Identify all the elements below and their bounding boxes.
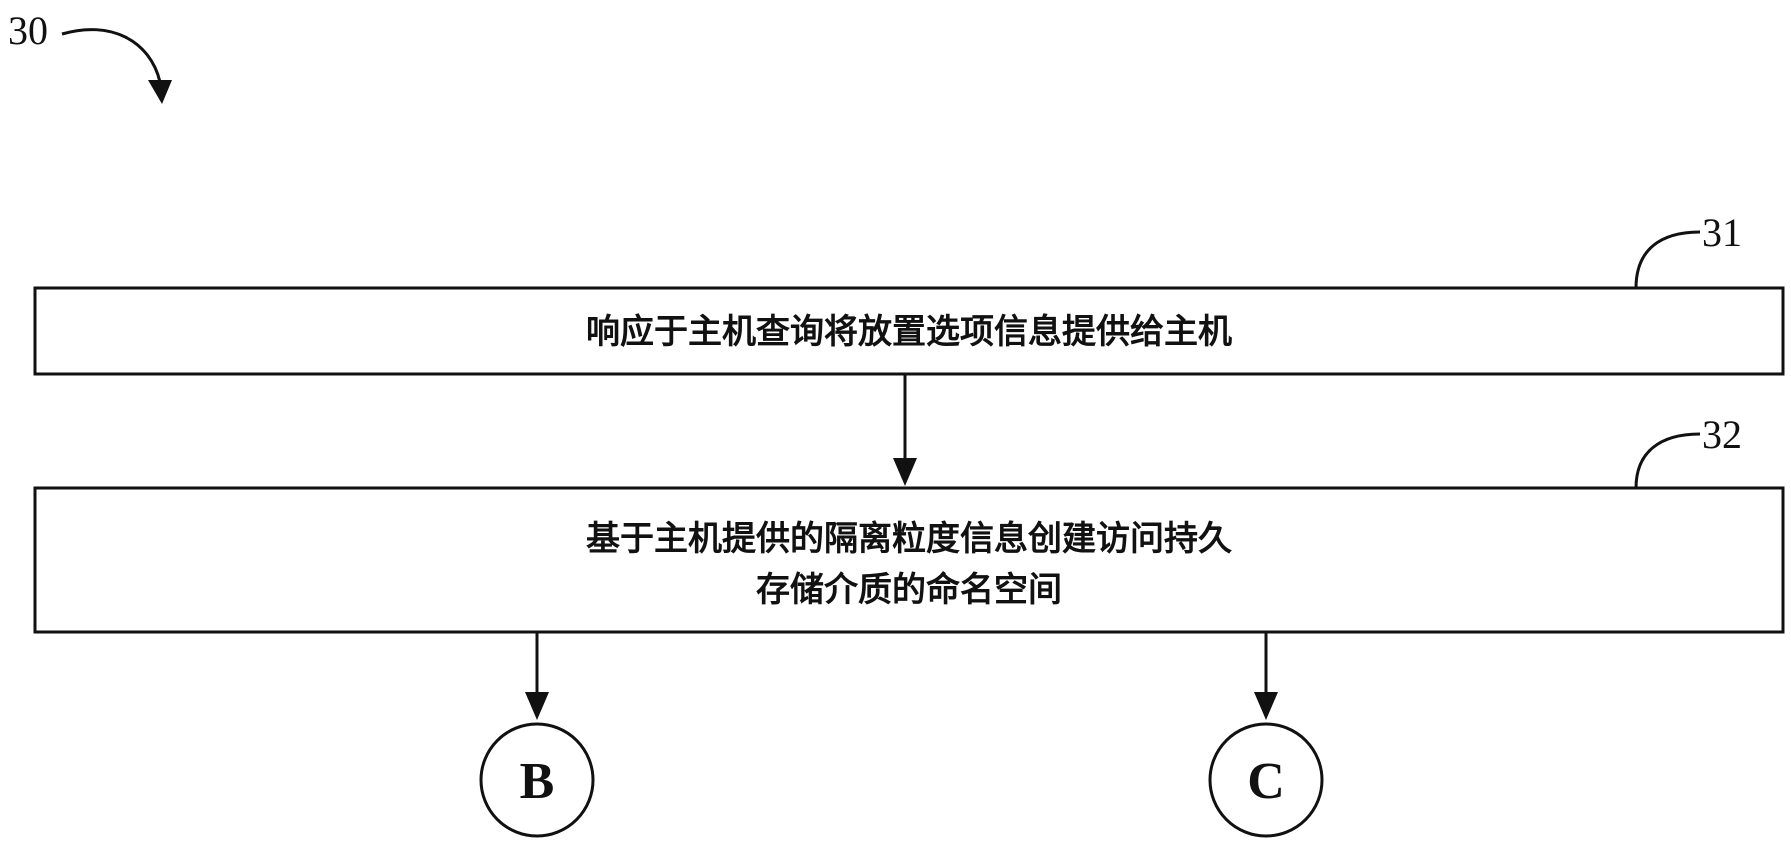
figure-label-group: 30: [8, 8, 172, 104]
step-32-text-line-2: 存储介质的命名空间: [756, 570, 1062, 610]
figure-curved-arrow: [61, 28, 162, 83]
connector-c-circle: [1208, 722, 1324, 838]
step-32-leader-line: [1634, 432, 1701, 489]
connector-c-label: C: [1247, 753, 1285, 810]
arrow-to-b-head: [525, 692, 549, 720]
connector-c: C: [1208, 722, 1324, 838]
arrow-to-c-head: [1254, 692, 1278, 720]
arrow-31-to-32-head: [893, 458, 917, 486]
step-32-ref-label: 32: [1702, 412, 1742, 457]
arrow-31-to-32: [893, 375, 917, 486]
step-32-group: 32 基于主机提供的隔离粒度信息创建访问持久 存储介质的命名空间: [33, 412, 1785, 634]
arrow-to-connector-c: [1254, 633, 1278, 720]
step-32-text-line-1: 基于主机提供的隔离粒度信息创建访问持久: [586, 519, 1232, 559]
step-32-box: [33, 486, 1785, 634]
arrow-to-connector-b: [525, 633, 549, 720]
step-31-ref-label: 31: [1702, 210, 1742, 255]
connector-b-circle: [479, 722, 595, 838]
connector-b-label: B: [520, 753, 555, 810]
step-31-leader-line: [1634, 230, 1701, 289]
step-31-text: 响应于主机查询将放置选项信息提供给主机: [586, 312, 1232, 352]
step-31-group: 31 响应于主机查询将放置选项信息提供给主机: [33, 210, 1785, 376]
figure-label: 30: [8, 8, 48, 53]
connector-b: B: [479, 722, 595, 838]
step-31-box: [33, 286, 1785, 376]
figure-arrowhead: [148, 80, 172, 104]
